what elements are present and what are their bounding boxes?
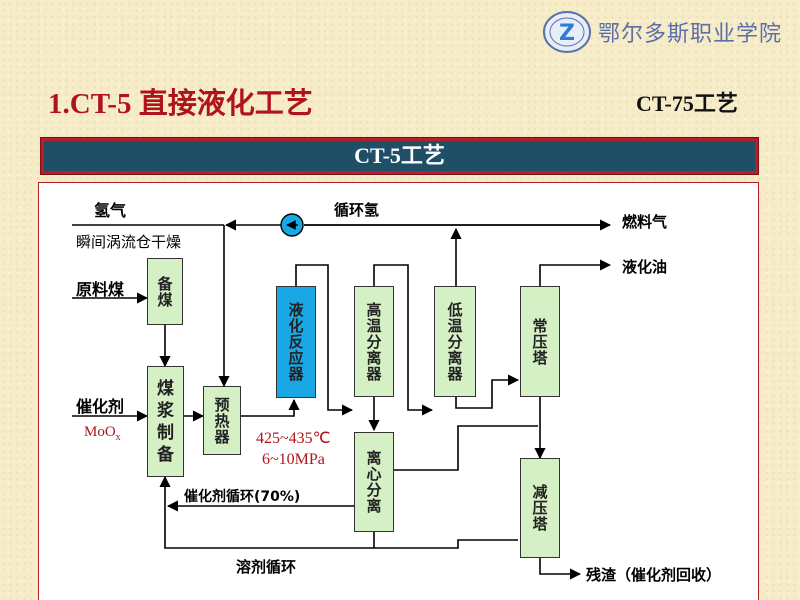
solvent-recycle-line bbox=[159, 475, 518, 549]
residue-label: 残渣（催化剂回收） bbox=[586, 566, 722, 584]
school-name: 鄂尔多斯职业学院 bbox=[598, 22, 783, 47]
centrifuge-to-vac bbox=[394, 425, 538, 471]
catalyst-label: 催化剂 bbox=[76, 397, 125, 416]
compressor-icon bbox=[280, 213, 304, 237]
slurry-char: 制 bbox=[157, 422, 174, 443]
raw-coal-label: 原料煤 bbox=[76, 280, 125, 299]
centrifuge-unit: 离心分离 bbox=[354, 432, 394, 532]
cold-separator-label: 低温分离器 bbox=[445, 301, 464, 382]
atmospheric-tower-unit: 常压塔 bbox=[520, 286, 560, 397]
reactor-unit: 液化反应器 bbox=[276, 286, 316, 398]
banner-label: CT-5工艺 bbox=[44, 141, 755, 171]
catalyst-recycle-label: 催化剂循环(70%) bbox=[184, 489, 301, 505]
school-logo-icon: Z bbox=[543, 11, 591, 53]
section-banner: CT-5工艺 bbox=[40, 137, 759, 175]
coldsep-to-atm bbox=[455, 374, 520, 409]
vacuum-tower-unit: 减压塔 bbox=[520, 458, 560, 558]
liquid-oil-label: 液化油 bbox=[622, 258, 668, 276]
preheater-to-reactor bbox=[241, 398, 300, 417]
pressure-label: 6~10MPa bbox=[262, 451, 325, 468]
reactor-to-hotsep bbox=[295, 264, 354, 416]
reactor-label: 液化反应器 bbox=[286, 302, 305, 382]
residue-line bbox=[539, 558, 582, 580]
preheater-label: 预热器 bbox=[212, 396, 231, 445]
svg-text:Z: Z bbox=[559, 21, 575, 46]
centrifuge-label: 离心分离 bbox=[364, 450, 383, 514]
catalyst-formula: MoOx bbox=[84, 424, 121, 443]
drying-label: 瞬间涡流仓干燥 bbox=[76, 233, 182, 251]
temperature-label: 425~435℃ bbox=[256, 430, 331, 447]
slide-subtitle: CT-75工艺 bbox=[636, 91, 738, 116]
hotsep-to-coldsep bbox=[373, 264, 434, 416]
slurry-prep-unit: 煤 浆 制 备 bbox=[147, 366, 184, 477]
atm-to-liquidoil bbox=[539, 259, 612, 286]
slurry-char: 备 bbox=[157, 444, 174, 465]
coal-prep-unit: 备煤 bbox=[147, 258, 183, 325]
coal-prep-label: 备煤 bbox=[155, 275, 174, 308]
hot-separator-label: 高温分离器 bbox=[364, 301, 383, 382]
slurry-char: 浆 bbox=[157, 400, 174, 421]
atmospheric-tower-label: 常压塔 bbox=[530, 317, 549, 366]
hot-separator-unit: 高温分离器 bbox=[354, 286, 394, 397]
cold-separator-unit: 低温分离器 bbox=[434, 286, 476, 397]
slide-title: 1.CT-5 直接液化工艺 bbox=[48, 88, 313, 120]
hydrogen-label: 氢气 bbox=[94, 201, 127, 220]
vacuum-tower-label: 减压塔 bbox=[530, 484, 549, 532]
fuel-gas-label: 燃料气 bbox=[622, 213, 668, 231]
recycle-hydrogen-label: 循环氢 bbox=[334, 201, 380, 219]
preheater-unit: 预热器 bbox=[203, 386, 241, 455]
slurry-char: 煤 bbox=[157, 378, 174, 399]
solvent-recycle-label: 溶剂循环 bbox=[236, 558, 297, 576]
